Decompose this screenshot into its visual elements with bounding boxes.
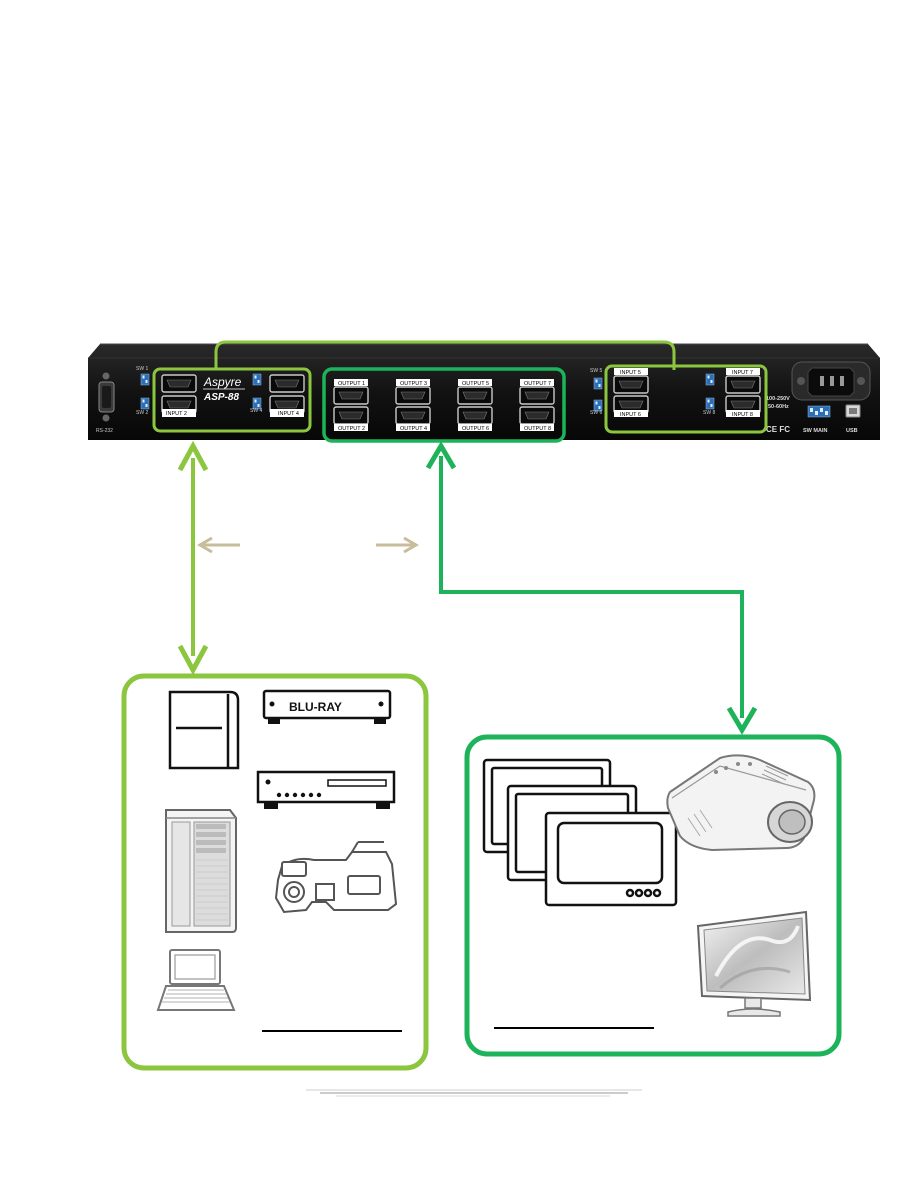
power-socket-icon	[791, 361, 871, 401]
input-6-label: INPUT 6	[620, 412, 641, 418]
input-5-label: INPUT 5	[620, 370, 641, 376]
output-8-label: OUTPUT 8	[524, 426, 551, 432]
blu-ray-label: BLU-RAY	[289, 700, 342, 714]
model-label: ASP-88	[203, 392, 239, 403]
output-6-label: OUTPUT 6	[462, 426, 489, 432]
usb-label: USB	[846, 428, 858, 434]
input-port-1	[161, 374, 197, 393]
source-arrow	[177, 440, 209, 676]
direction-arrow-right	[376, 536, 419, 554]
brand-logo: Aspyre	[203, 375, 242, 389]
sw-main-label: SW MAIN	[803, 428, 827, 434]
outputs-highlight	[322, 367, 566, 443]
asp-88-rear-panel: RS-232 SW 1 SW 2 SW 4 INPUT 2 INPUT 4 As…	[88, 343, 880, 440]
rs232-port: RS-232	[96, 372, 115, 434]
game-console-icon	[168, 690, 240, 770]
dip-switch-sw5	[593, 377, 603, 390]
display-arrow	[425, 441, 758, 735]
projector-icon	[666, 754, 816, 852]
dip-switch-sw1	[140, 373, 150, 386]
output-4-label: OUTPUT 4	[400, 426, 427, 432]
desktop-tower-icon	[165, 809, 237, 933]
laptop-icon	[156, 949, 236, 1011]
camcorder-icon	[274, 841, 398, 914]
sw1-label: SW 1	[136, 366, 148, 372]
blu-ray-player-icon: BLU-RAY	[262, 689, 392, 724]
certification-marks: CE FC	[766, 425, 790, 434]
dip-switch-sw2	[140, 397, 150, 410]
input-7-label: INPUT 7	[732, 370, 753, 376]
rs232-label: RS-232	[96, 428, 113, 434]
input-8-label: INPUT 8	[732, 412, 753, 418]
lcd-display-icon	[696, 910, 812, 1017]
sw6-label: SW 6	[590, 410, 602, 416]
output-2-label: OUTPUT 2	[338, 426, 365, 432]
output-ports: OUTPUT 1 OUTPUT 2 OUTPUT 3 OUTPUT 4 OUTP…	[333, 379, 555, 432]
input-port-7	[725, 375, 761, 394]
sw2-label: SW 2	[136, 410, 148, 416]
output-3-label: OUTPUT 3	[400, 381, 427, 387]
power-voltage-label: 100-250V	[766, 396, 790, 402]
usb-port-icon	[845, 404, 861, 418]
output-7-label: OUTPUT 7	[524, 381, 551, 387]
power-frequency-label: 50-60Hz	[768, 404, 789, 410]
sw8-label: SW 8	[703, 410, 715, 416]
input-2-label: INPUT 2	[166, 411, 187, 417]
input-4-label: INPUT 4	[278, 411, 299, 417]
sw4-label: SW 4	[250, 408, 262, 414]
inputs-bridge-line	[214, 340, 676, 370]
input-port-3	[269, 374, 305, 393]
sw5-label: SW 5	[590, 368, 602, 374]
output-1-label: OUTPUT 1	[338, 381, 365, 387]
right-inputs-highlight	[604, 364, 768, 434]
direction-arrow-left	[197, 536, 240, 554]
monitors-icon	[482, 758, 678, 907]
dvd-player-icon	[256, 770, 396, 809]
footer-rule	[306, 1089, 642, 1097]
dip-switch-main	[807, 405, 831, 418]
left-inputs-highlight	[152, 367, 312, 433]
output-5-label: OUTPUT 5	[462, 381, 489, 387]
input-port-5	[613, 375, 649, 394]
